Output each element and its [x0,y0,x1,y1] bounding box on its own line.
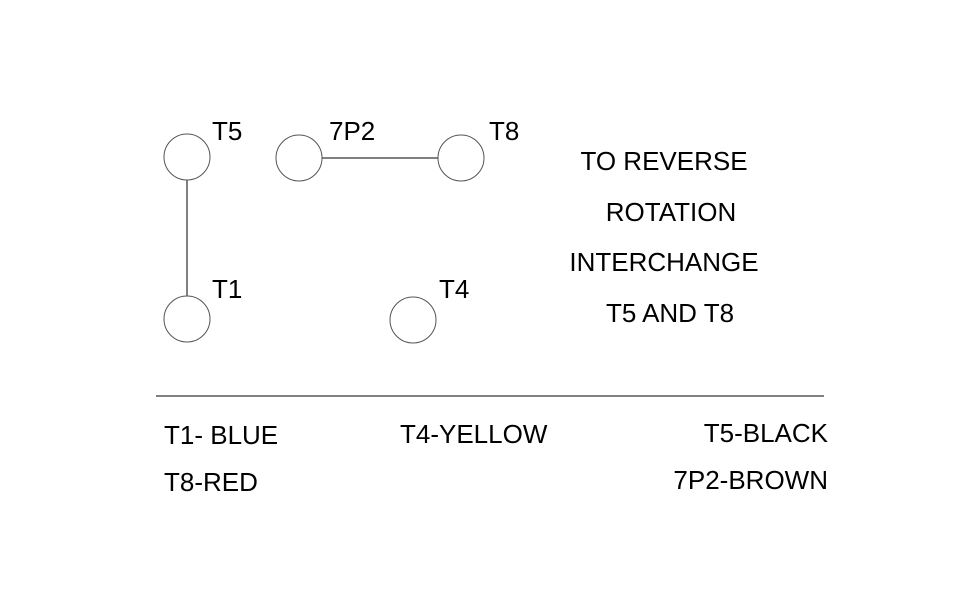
legend-t4-yellow: T4-YELLOW [400,419,548,449]
terminal-label-7p2: 7P2 [329,116,375,146]
terminal-t5 [163,133,211,181]
legend-t5-black: T5-BLACK [704,418,829,448]
legend-t8-red: T8-RED [164,467,258,497]
terminal-t4 [389,296,437,344]
note-line-1: TO REVERSE [580,146,747,176]
legend-t1-blue: T1- BLUE [164,420,278,450]
note-line-4: T5 AND T8 [606,298,734,328]
note-line-2: ROTATION [606,197,736,227]
legend-7p2-brown: 7P2-BROWN [673,465,828,495]
terminal-t8 [437,134,485,182]
terminal-label-t8: T8 [489,116,519,146]
terminal-7p2 [275,134,323,182]
color-legend: T1- BLUE T8-RED T4-YELLOW T5-BLACK 7P2-B… [164,418,829,497]
reverse-rotation-note: TO REVERSE ROTATION INTERCHANGE T5 AND T… [569,146,758,328]
terminal-t1 [163,295,211,343]
terminal-label-t5: T5 [212,116,242,146]
terminal-label-t4: T4 [439,274,469,304]
terminal-label-t1: T1 [212,274,242,304]
note-line-3: INTERCHANGE [569,247,758,277]
